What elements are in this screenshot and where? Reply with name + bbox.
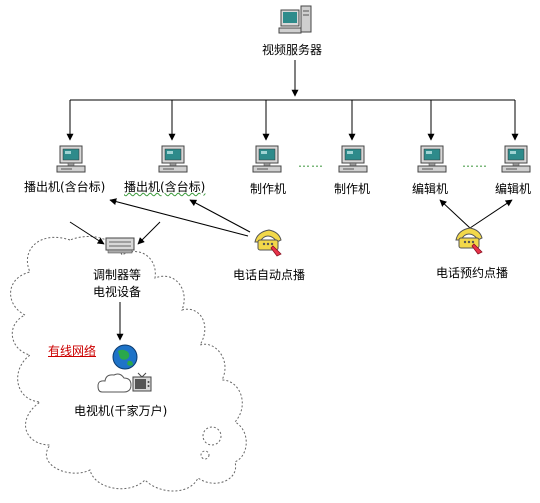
booking-request-label: 电话预约点播 [436, 266, 509, 280]
server-tower-icon [278, 5, 312, 34]
production-ellipsis: …… [298, 156, 324, 170]
playout1-label: 播出机(含台标) [24, 180, 106, 194]
editing1-computer-icon [417, 145, 447, 173]
modulator-label-line2: 电视设备 [93, 285, 142, 299]
auto-request-label: 电话自动点播 [233, 268, 306, 282]
cloud-bubble-large [202, 426, 222, 446]
editing2-label: 编辑机 [495, 182, 532, 196]
production2-label: 制作机 [334, 182, 371, 196]
cable-network-label: 有线网络 [48, 344, 97, 358]
production1-label: 制作机 [250, 182, 287, 196]
playout1-to-modulator-arrow [69, 221, 105, 245]
auto-request-arrow-1 [109, 198, 249, 237]
phone-icon [254, 229, 282, 257]
auto-request-arrow-2 [189, 199, 251, 233]
playout2-computer-icon [158, 145, 188, 173]
cloud-bubble-small [200, 450, 210, 460]
editing1-label: 编辑机 [412, 182, 449, 196]
cloud-boundary [10, 236, 247, 492]
cloud-icon [97, 373, 132, 393]
booking-request-arrow-1 [439, 199, 471, 229]
playout2-to-modulator-arrow [137, 221, 161, 245]
phone-icon-booking [455, 227, 483, 255]
tv-set-label: 电视机(千家万户) [74, 404, 168, 418]
production1-computer-icon [252, 145, 282, 173]
server-label: 视频服务器 [262, 43, 323, 57]
television-icon [132, 372, 152, 392]
booking-request-arrow-2 [469, 199, 513, 229]
globe-icon [112, 344, 138, 370]
playout1-computer-icon [56, 145, 86, 173]
editing2-computer-icon [501, 145, 531, 173]
playout2-label: 播出机(含台标) [124, 180, 206, 194]
production2-computer-icon [338, 145, 368, 173]
modulator-label-line1: 调制器等 [93, 268, 142, 282]
editing-ellipsis: …… [462, 156, 488, 170]
modulator-device-icon [105, 237, 135, 254]
